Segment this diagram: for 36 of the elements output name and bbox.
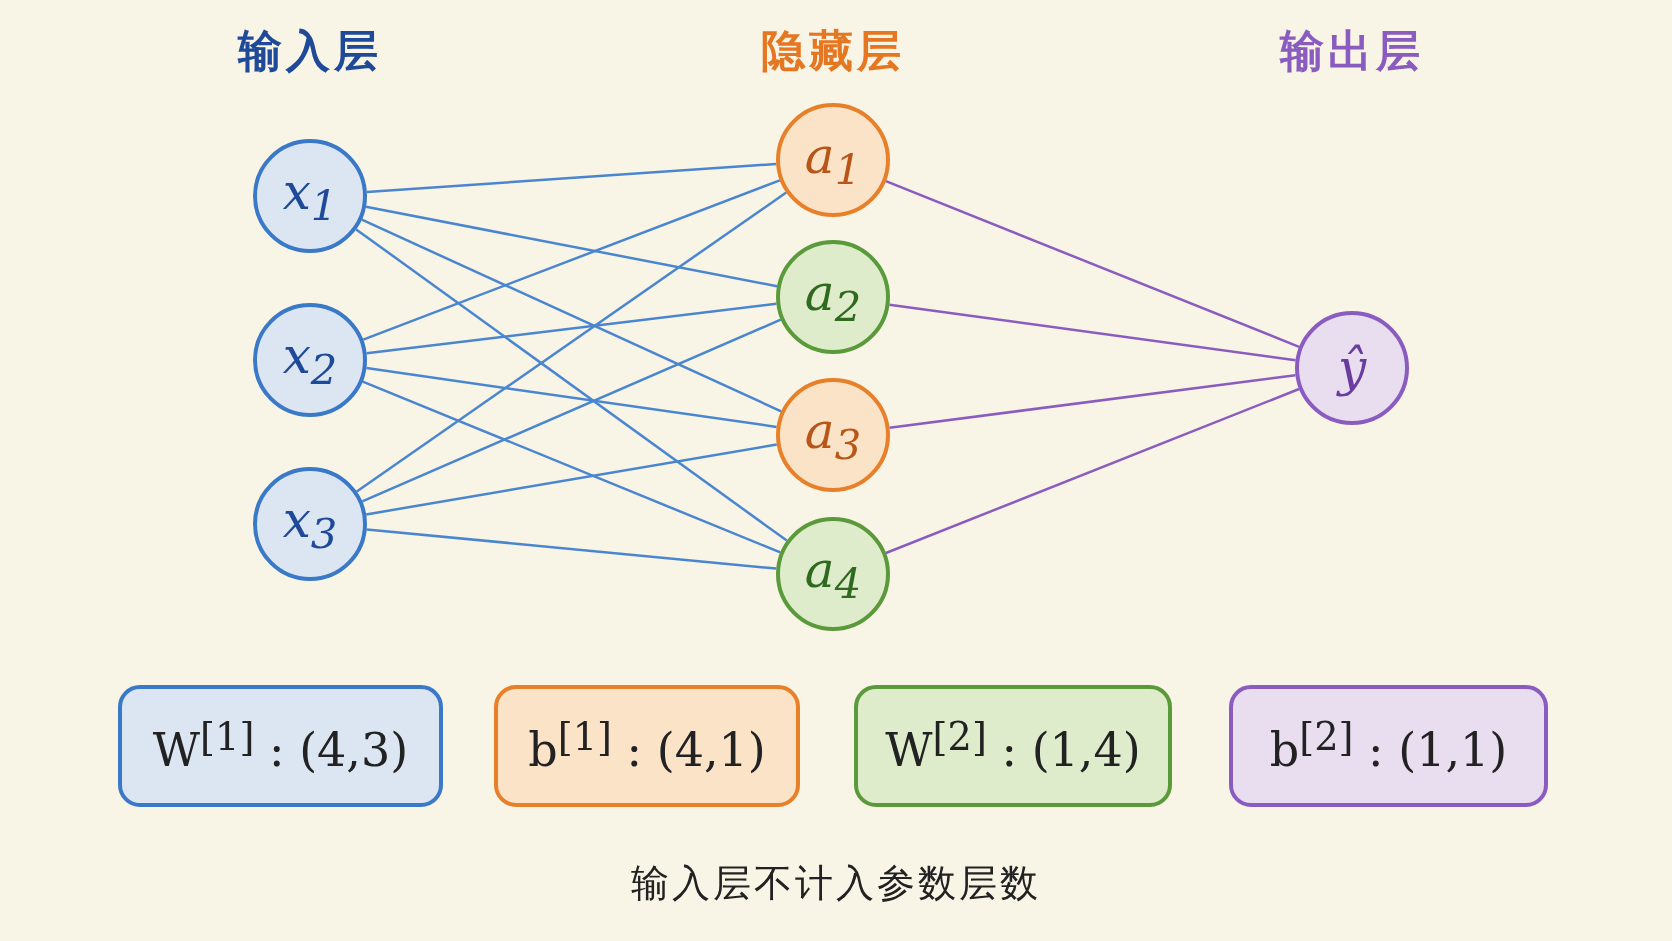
connection-line (366, 528, 777, 570)
variable-label: ŷ (1337, 339, 1367, 397)
connection-line (885, 387, 1300, 555)
variable-label: x$_{1}$ (282, 162, 338, 230)
shape-label: W$^{[1]}$ : (4,3) (152, 714, 409, 778)
variable-label: a$_{4}$ (804, 540, 862, 608)
shape-label: W$^{[2]}$ : (1,4) (885, 714, 1141, 778)
variable-label: a$_{1}$ (804, 126, 862, 194)
caption: 输入层不计入参数层数 (631, 860, 1041, 907)
connection-line (365, 443, 778, 516)
connection-line (361, 218, 782, 413)
shape-label: b$^{[1]}$ : (4,1) (528, 714, 766, 778)
connection-line (361, 318, 782, 503)
layer-title: 输出层 (1280, 24, 1424, 78)
connection-line (885, 180, 1300, 348)
connection-line (366, 302, 777, 355)
layer-title: 隐藏层 (761, 24, 905, 78)
connection-line (355, 228, 788, 542)
parameter-box (854, 685, 1172, 807)
variable-label: a$_{2}$ (804, 263, 862, 331)
variable-label: a$_{3}$ (804, 401, 862, 469)
variable-label: x$_{2}$ (282, 326, 338, 394)
connection-line (366, 162, 777, 194)
shape-label: b$^{[2]}$ : (1,1) (1269, 714, 1508, 778)
variable-label: x$_{3}$ (282, 490, 338, 558)
parameter-box (1229, 685, 1548, 807)
connection-line (889, 374, 1296, 429)
parameter-box (118, 685, 443, 807)
connection-line (889, 303, 1296, 362)
connection-line (365, 205, 778, 288)
connection-line (366, 366, 777, 429)
connection-line (362, 179, 781, 341)
parameter-box (494, 685, 800, 807)
connection-line (362, 380, 781, 554)
layer-title: 输入层 (238, 24, 382, 78)
connection-line (356, 191, 787, 493)
